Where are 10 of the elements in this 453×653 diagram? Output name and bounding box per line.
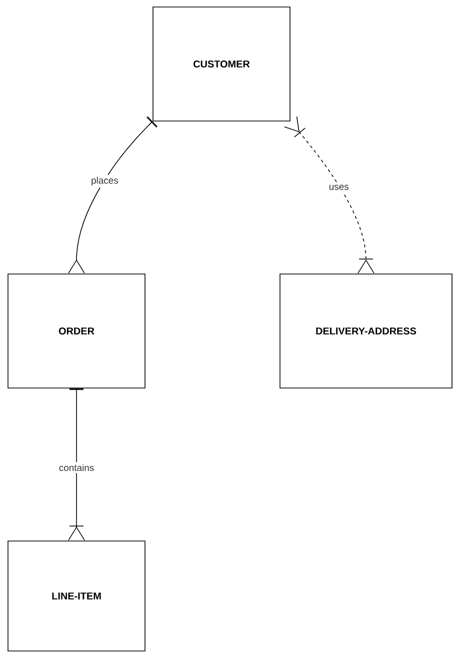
relationship-line [68, 388, 85, 541]
edge-label: uses [326, 182, 351, 192]
entity-box: DELIVERY-ADDRESS [280, 274, 452, 388]
entity-box: ORDER [8, 274, 146, 388]
edge-label: contains [56, 462, 96, 474]
relationship-line [68, 116, 158, 274]
relationship-line [284, 116, 374, 274]
entity-box: LINE-ITEM [8, 540, 146, 652]
edge-label: places [89, 174, 120, 188]
entity-box: CUSTOMER [152, 6, 290, 122]
